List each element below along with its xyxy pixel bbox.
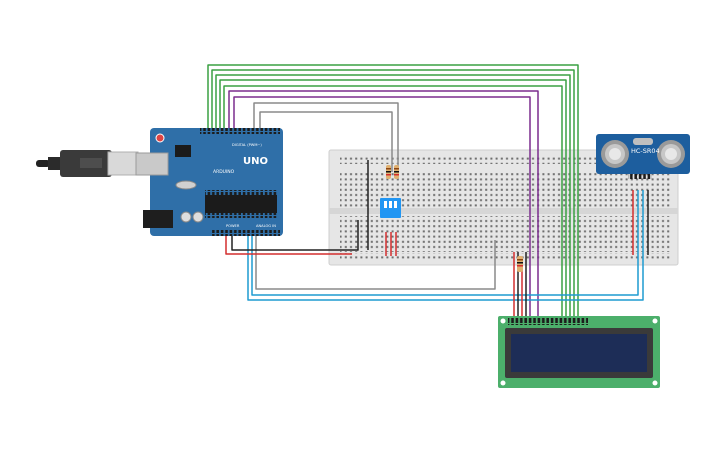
wires	[207, 64, 649, 318]
arduino-uno[interactable]: UNO ARDUINO DIGITAL (PWM~) POWER ANALOG …	[135, 128, 283, 236]
center-channel	[329, 208, 678, 214]
arduino-analog-label: ANALOG IN	[256, 224, 276, 228]
wire-blue[interactable]	[247, 190, 644, 301]
wire-purple[interactable]	[233, 96, 531, 318]
sensor-model-label: HC-SR04	[631, 147, 660, 155]
sensor-pins[interactable]	[628, 174, 652, 179]
wire-green[interactable]	[211, 69, 575, 318]
resistor[interactable]	[517, 256, 523, 272]
arduino-power-label: POWER	[226, 224, 240, 228]
wire-blue[interactable]	[251, 190, 639, 296]
wire-green[interactable]	[207, 64, 579, 318]
digital-header[interactable]	[200, 128, 280, 134]
crystal	[175, 180, 197, 190]
lower-terminal-strip	[340, 216, 670, 252]
wire-green[interactable]	[215, 74, 571, 318]
wire-black[interactable]	[231, 220, 359, 251]
breadboard[interactable]	[328, 149, 679, 266]
wire-gray[interactable]	[255, 236, 496, 290]
power-analog-header[interactable]	[212, 230, 280, 236]
capacitor	[180, 211, 192, 223]
wire-purple[interactable]	[228, 90, 539, 318]
arduino-brand-label: ARDUINO	[213, 169, 235, 175]
wire-red[interactable]	[225, 236, 352, 255]
sensor-crystal	[633, 138, 653, 145]
capacitor	[192, 211, 204, 223]
microcontroller-chip	[205, 195, 277, 213]
arduino-model-label: UNO	[243, 156, 268, 167]
usb-port	[135, 152, 169, 176]
power-jack	[143, 210, 173, 228]
lcd-pin-header[interactable]	[508, 318, 588, 325]
arduino-digital-label: DIGITAL (PWM~)	[232, 143, 262, 147]
wire-green[interactable]	[223, 85, 563, 318]
dip-switch[interactable]	[380, 198, 401, 218]
usb-cable	[36, 150, 139, 177]
wire-gray[interactable]	[253, 102, 399, 172]
top-power-rail	[340, 156, 670, 164]
wire-gray[interactable]	[259, 111, 393, 172]
wire-green[interactable]	[219, 79, 567, 318]
usb-chip	[175, 145, 191, 157]
resistor-pair[interactable]	[386, 165, 399, 179]
bottom-power-rail	[340, 253, 670, 261]
ultrasonic-sensor[interactable]: HC-SR04	[596, 134, 690, 179]
reset-button[interactable]	[155, 133, 165, 143]
lcd-display[interactable]	[498, 316, 660, 388]
lcd-screen	[511, 334, 647, 372]
